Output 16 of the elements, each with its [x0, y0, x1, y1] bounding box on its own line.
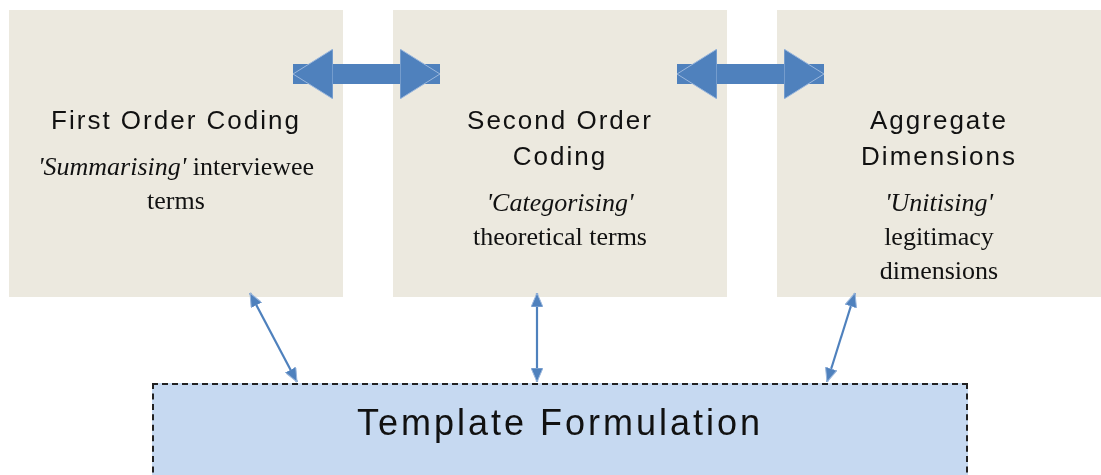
box-title: Second Order Coding: [466, 104, 654, 173]
process-box: [152, 383, 968, 475]
stage-box: [777, 10, 1101, 297]
arrow: [530, 292, 544, 383]
stage-box: [9, 10, 343, 297]
box-description: 'Unitising' legitimacy dimensions: [878, 187, 1000, 287]
box-title: Template Formulation: [356, 405, 764, 441]
arrow: [249, 292, 298, 383]
double-arrow: [292, 48, 441, 100]
stage-box: [393, 10, 727, 297]
box-title: Aggregate Dimensions: [860, 104, 1018, 173]
double-arrow: [676, 48, 825, 100]
box-title: First Order Coding: [51, 104, 301, 137]
box-description: 'Categorising' theoretical terms: [472, 187, 648, 253]
arrow: [825, 292, 857, 383]
box-description: 'Summarising' interviewee terms: [36, 151, 316, 217]
